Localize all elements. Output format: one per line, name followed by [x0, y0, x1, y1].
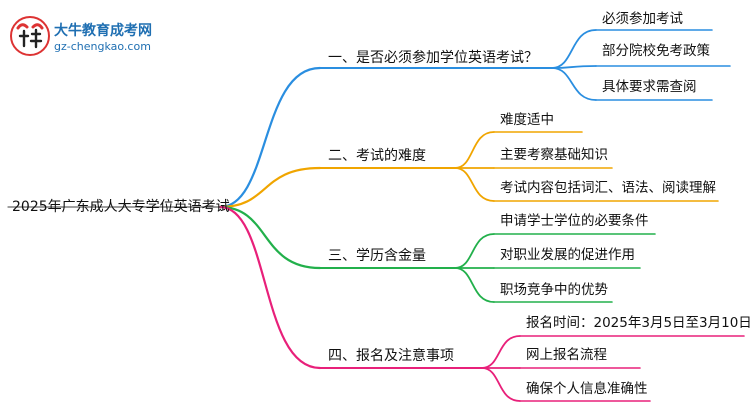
branch-2-leaf-1-connector: [454, 131, 495, 169]
branch-2-label: 二、考试的难度: [328, 148, 426, 164]
leaf-1-1: 必须参加考试: [602, 11, 683, 27]
site-name: 大牛教育成考网: [54, 23, 152, 39]
leaf-3-3: 职场竞争中的优势: [500, 282, 608, 298]
branch-3-leaf-3-connector: [454, 267, 495, 303]
leaf-2-1: 难度适中: [500, 112, 554, 128]
leaf-2-3: 考试内容包括词汇、语法、阅读理解: [500, 180, 716, 196]
root-to-branch-3-connector: [218, 205, 322, 270]
leaf-4-1: 报名时间：2025年3月5日至3月10日: [526, 315, 750, 331]
branch-4-label: 四、报名及注意事项: [328, 348, 454, 364]
leaf-4-2: 网上报名流程: [526, 347, 607, 363]
leaf-4-3: 确保个人信息准确性: [526, 381, 648, 397]
branch-1-leaf-3-connector: [551, 67, 597, 101]
leaf-1-2: 部分院校免考政策: [602, 43, 710, 59]
branch-1-leaf-1-connector: [551, 29, 597, 69]
branch-3-leaf-1-connector: [454, 233, 495, 269]
leaf-1-3: 具体要求需查阅: [602, 79, 697, 95]
branch-4-leaf-3-connector: [481, 367, 521, 402]
site-url: gz-chengkao.com: [54, 40, 151, 53]
branch-3-label: 三、学历含金量: [328, 248, 426, 264]
leaf-2-2: 主要考察基础知识: [500, 147, 608, 163]
bull-logo-icon: [10, 16, 50, 56]
branch-1-label: 一、是否必须参加学位英语考试？: [328, 50, 538, 66]
leaf-3-2: 对职业发展的促进作用: [500, 247, 635, 263]
leaf-3-1: 申请学士学位的必要条件: [500, 213, 649, 229]
root-to-branch-1-connector: [218, 66, 322, 209]
root-to-branch-2-connector: [218, 166, 322, 209]
branch-2-leaf-3-connector: [454, 167, 495, 202]
site-logo[interactable]: 大牛教育成考网 gz-chengkao.com: [8, 14, 198, 58]
branch-4-leaf-1-connector: [481, 335, 521, 369]
root-topic: 2025年广东成人大专学位英语考试: [12, 199, 230, 215]
root-to-branch-4-connector: [218, 205, 322, 370]
